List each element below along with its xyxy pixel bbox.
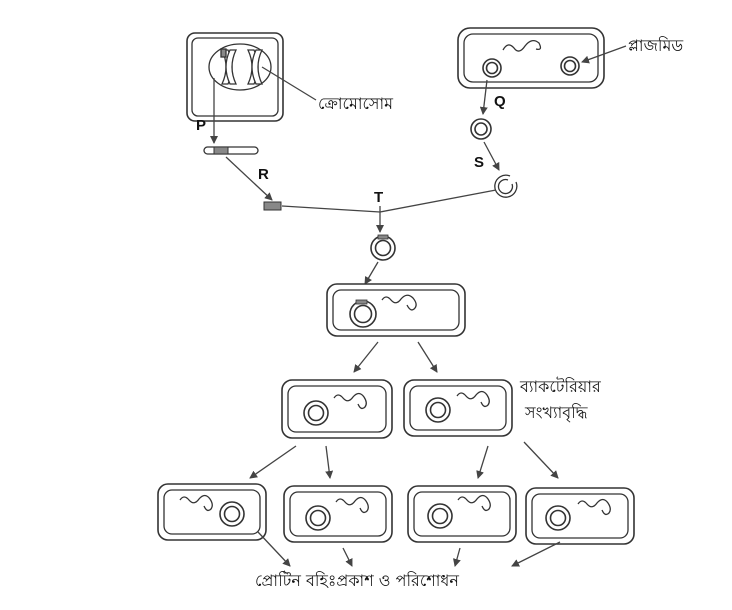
bacteria-multiplication-label-1: ব্যাকটেরিয়ার — [519, 377, 602, 396]
arrow-q — [479, 79, 488, 115]
step-p-label: P — [196, 117, 206, 134]
arrow-gen3-4 — [523, 441, 559, 479]
step-t-label: T — [374, 189, 383, 206]
donor-cell — [186, 32, 284, 122]
arrow-protein-3 — [453, 547, 461, 567]
bacterium-gen2-right — [403, 379, 513, 437]
gene-fragment — [263, 201, 282, 211]
protein-expression-label: প্রোটিন বহিঃপ্রকাশ ও পরিশোধন — [255, 571, 459, 590]
plasmid-label: প্লাজমিড — [628, 36, 683, 55]
chromosome-leader-line — [261, 66, 317, 101]
step-q-label: Q — [494, 93, 506, 110]
arrow-gen3-2 — [325, 445, 334, 479]
plasmid-pointer — [581, 45, 627, 64]
step-r-label: R — [258, 166, 269, 183]
join-line-right — [379, 189, 497, 213]
bacteria-multiplication-label-2: সংখ্যাবৃদ্ধি — [524, 403, 588, 423]
plasmid-cell — [457, 27, 605, 89]
arrow-transform — [364, 261, 379, 285]
arrow-gen3-3 — [476, 445, 489, 479]
bacterium-gen2-left — [281, 379, 393, 439]
arrow-split-left — [353, 341, 379, 373]
arrow-protein-2 — [342, 547, 353, 567]
isolated-plasmid — [470, 118, 492, 140]
chromosome-shape — [220, 48, 264, 85]
arrow-gen3-1 — [249, 445, 297, 479]
extracted-dna — [203, 146, 259, 155]
step-s-label: S — [474, 154, 484, 171]
arrow-r — [225, 156, 273, 201]
arrow-protein-1 — [257, 531, 291, 567]
recombinant-plasmid — [370, 234, 396, 261]
arrow-protein-4 — [511, 541, 561, 567]
bacterium-gen3-1 — [157, 483, 267, 541]
arrow-split-right — [417, 341, 438, 373]
chromosome-label: ক্রোমোসোম — [318, 94, 394, 113]
cut-plasmid — [494, 174, 518, 198]
join-line-left — [281, 205, 381, 213]
transformed-bacterium — [326, 283, 466, 337]
bacterium-gen3-4 — [525, 487, 635, 545]
bacterium-gen3-3 — [407, 485, 517, 543]
bacterium-gen3-2 — [283, 485, 393, 543]
arrow-s — [483, 141, 500, 171]
